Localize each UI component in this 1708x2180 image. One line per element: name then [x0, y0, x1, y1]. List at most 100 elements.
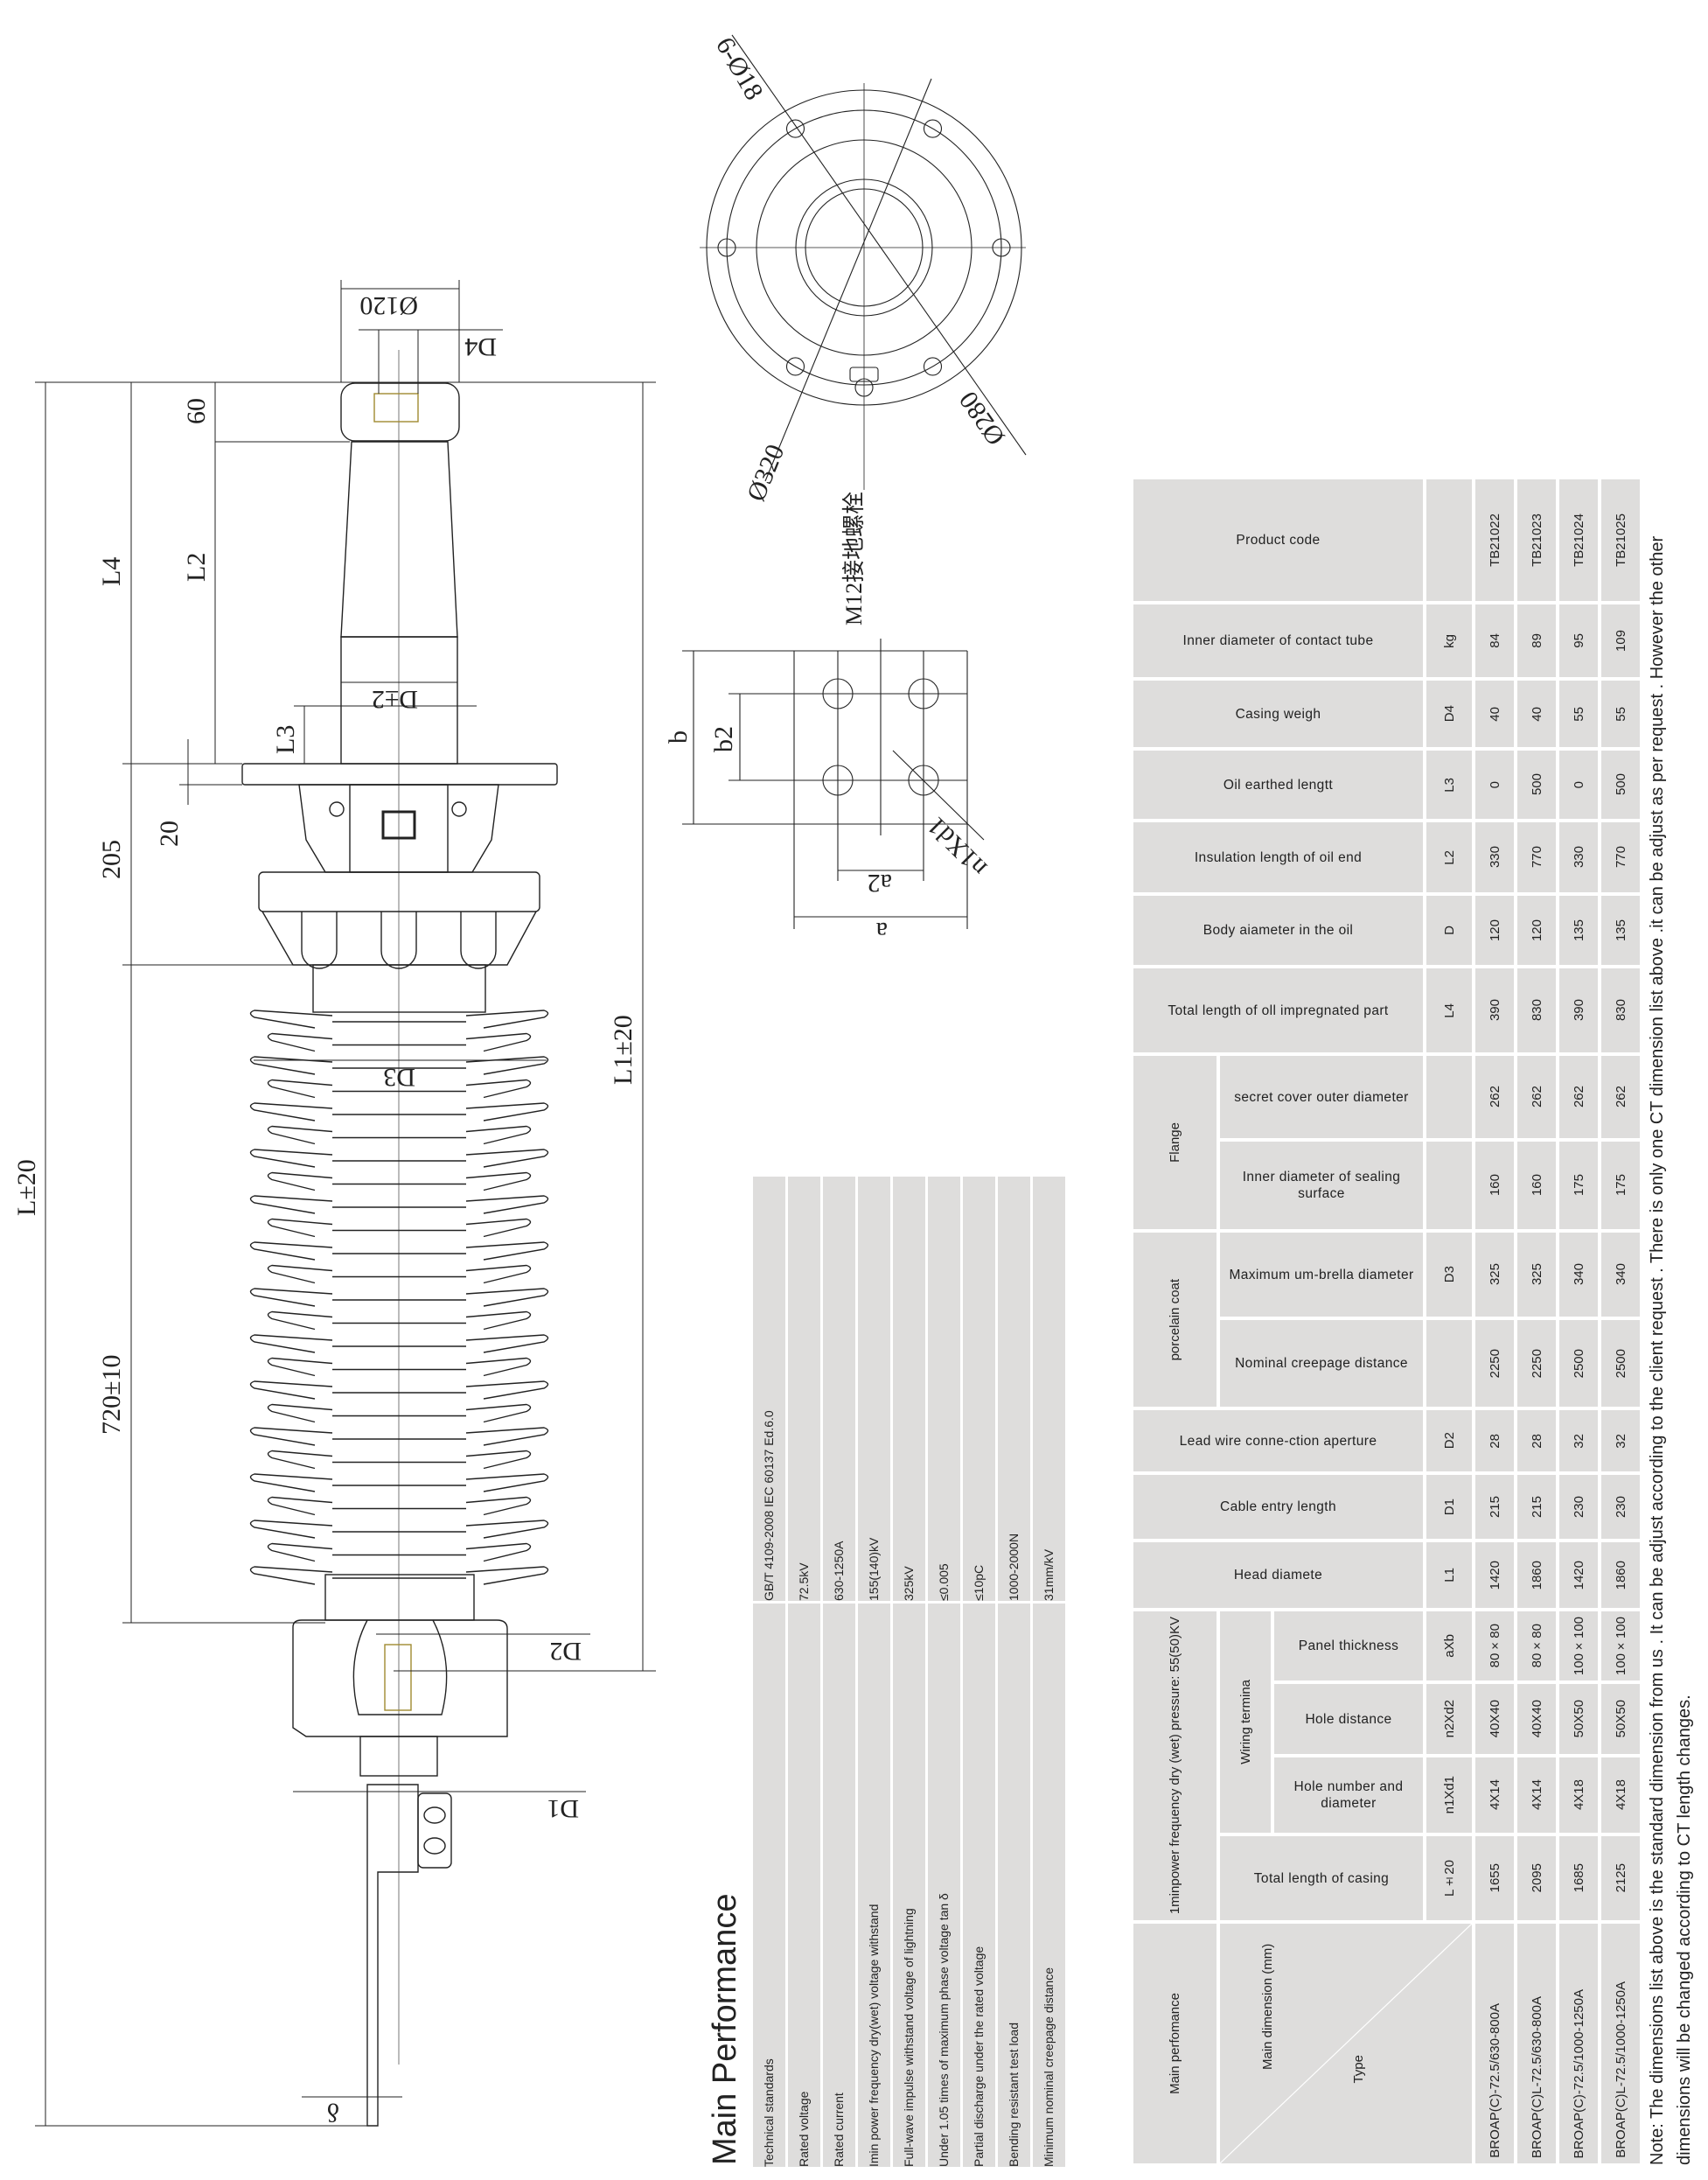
spec-symbol [1426, 479, 1472, 601]
spec-label-text: Insulation length of oil end [1194, 849, 1363, 865]
type-name-text: BROAP(C)L-72.5/1000-1250A [1613, 1981, 1628, 2158]
spec-value-text: 390 [1487, 999, 1502, 1022]
spec-value: 1860 [1601, 1542, 1640, 1608]
spec-value-text: 262 [1487, 1086, 1502, 1108]
spec-label-text: Casing weigh [1235, 706, 1321, 722]
spec-value-text: 120 [1529, 919, 1544, 942]
spec-label: Body aiameter in the oil [1133, 896, 1423, 965]
spec-value-text: TB21024 [1571, 514, 1586, 567]
porcelain-shed [267, 1079, 532, 1099]
spec-value-text: 770 [1613, 846, 1628, 869]
spec-value-text: 50X50 [1613, 1700, 1628, 1738]
porcelain-shed [249, 1427, 549, 1446]
spec-value-text: 80×80 [1529, 1624, 1544, 1668]
plate-b-label: b [664, 730, 693, 744]
type-name-text: BROAP(C)-72.5/1000-1250A [1571, 1988, 1586, 2158]
type-label: Type [1351, 2055, 1366, 2084]
porcelain-core [312, 964, 486, 1013]
bolt-hole [923, 357, 943, 376]
spec-label-text: Lead wire conne-ction aperture [1179, 1433, 1377, 1449]
bolt-hole [717, 238, 736, 257]
spec-label: Inner diameter of contact tube [1133, 604, 1423, 677]
type-name: BROAP(C)L-72.5/1000-1250A [1601, 1924, 1640, 2163]
spec-symbol-text: D4 [1441, 705, 1457, 723]
perf-value: ≤0.005 [937, 1563, 951, 1601]
spec-value: 1860 [1517, 1542, 1556, 1608]
porcelain-shed [267, 1171, 532, 1191]
dim-l2: L2 [182, 553, 211, 582]
perf-value-cell: ≤10pC [963, 1177, 995, 1601]
perf-value-cell: 72.5kV [788, 1177, 820, 1601]
spec-value-text: 109 [1613, 629, 1628, 653]
spec-value: 120 [1517, 896, 1556, 965]
dim-60: 60 [182, 398, 211, 424]
spec-value-text: 2250 [1529, 1348, 1544, 1379]
spec-value-text: 120 [1487, 919, 1502, 942]
spec-value-text: 95 [1571, 633, 1586, 648]
spec-value-text: 230 [1613, 1495, 1628, 1519]
porcelain-shed [267, 1310, 532, 1331]
spec-value: 100×100 [1559, 1611, 1598, 1680]
spec-label-text: Oil earthed lengtt [1223, 777, 1334, 793]
spec-value: 160 [1475, 1142, 1514, 1229]
spec-value: 1420 [1475, 1542, 1514, 1608]
spec-value: 28 [1475, 1410, 1514, 1471]
spec-value-text: 2125 [1613, 1863, 1628, 1893]
type-name-text: BROAP(C)L-72.5/630-800A [1529, 1995, 1544, 2158]
spec-value: 135 [1601, 896, 1640, 965]
perf-label: Under 1.05 times of maximum phase voltag… [937, 1893, 951, 2167]
spec-label: Head diamete [1133, 1542, 1423, 1608]
perf-label-cell: Technical standards [753, 1604, 785, 2167]
dim-d1: D1 [547, 1794, 579, 1823]
group-wiring-terminal-text: Wiring termina [1237, 1680, 1253, 1764]
spec-value: 120 [1475, 896, 1514, 965]
spec-label: Total length of oll impregnated part [1133, 968, 1423, 1052]
dim-205: 205 [97, 840, 126, 879]
spec-label-text: Body aiameter in the oil [1203, 923, 1354, 938]
spec-value: 325 [1517, 1233, 1556, 1317]
mounting-flange [241, 763, 558, 786]
spec-symbol: n2Xd2 [1426, 1684, 1472, 1754]
spec-symbol: L3 [1426, 751, 1472, 819]
spec-value-text: 500 [1613, 773, 1628, 796]
spec-label-text: secret cover outer diameter [1234, 1089, 1409, 1105]
spec-value-text: 2250 [1487, 1348, 1502, 1379]
spec-label: Product code [1133, 479, 1423, 601]
spec-value: TB21023 [1517, 479, 1556, 601]
porcelain-shed [267, 1542, 532, 1562]
spec-symbol: L4 [1426, 968, 1472, 1052]
spec-symbol-text: D3 [1441, 1266, 1457, 1283]
spec-value: 340 [1601, 1233, 1640, 1317]
spec-label-text: Inner diameter of sealing surface [1242, 1170, 1401, 1201]
spec-value: 230 [1559, 1475, 1598, 1539]
spec-value-text: 1420 [1571, 1560, 1586, 1590]
bolt-hole [785, 119, 805, 138]
spec-value: 4X18 [1601, 1757, 1640, 1833]
spec-value-text: 2095 [1529, 1863, 1544, 1893]
diagonal-divider [1220, 1924, 1472, 2163]
spec-value-text: 2500 [1613, 1348, 1628, 1379]
spec-value: 1655 [1475, 1836, 1514, 1920]
perf-label-cell: Minimum nominal creepage distance [1033, 1604, 1065, 2167]
spec-symbol [1426, 1320, 1472, 1407]
perf-value: 72.5kV [797, 1562, 811, 1601]
perf-label: Partial discharge under the rated voltag… [972, 1946, 986, 2167]
spec-value: 40 [1475, 681, 1514, 747]
group-wiring-terminal: Wiring termina [1220, 1611, 1271, 1833]
perf-value: 155(140)kV [867, 1537, 881, 1601]
spec-symbol: D2 [1426, 1410, 1472, 1471]
porcelain-sheds [249, 1010, 549, 1585]
spec-value: 330 [1475, 822, 1514, 892]
type-header-main-text: Main perfomance [1168, 1993, 1182, 2094]
spec-symbol: aXb [1426, 1611, 1472, 1680]
spec-value: 262 [1517, 1056, 1556, 1138]
spec-value-text: 28 [1529, 1433, 1544, 1449]
spec-label-text: Maximum um-brella diameter [1229, 1267, 1414, 1282]
spec-value: 2250 [1517, 1320, 1556, 1407]
spec-label: Nominal creepage distance [1220, 1320, 1423, 1407]
spec-symbol-text: L±20 [1441, 1859, 1457, 1897]
porcelain-shed [267, 1218, 532, 1238]
spec-label-text: Nominal creepage distance [1235, 1356, 1408, 1371]
spec-value-text: 4X18 [1571, 1779, 1586, 1811]
spec-value: 500 [1601, 751, 1640, 819]
